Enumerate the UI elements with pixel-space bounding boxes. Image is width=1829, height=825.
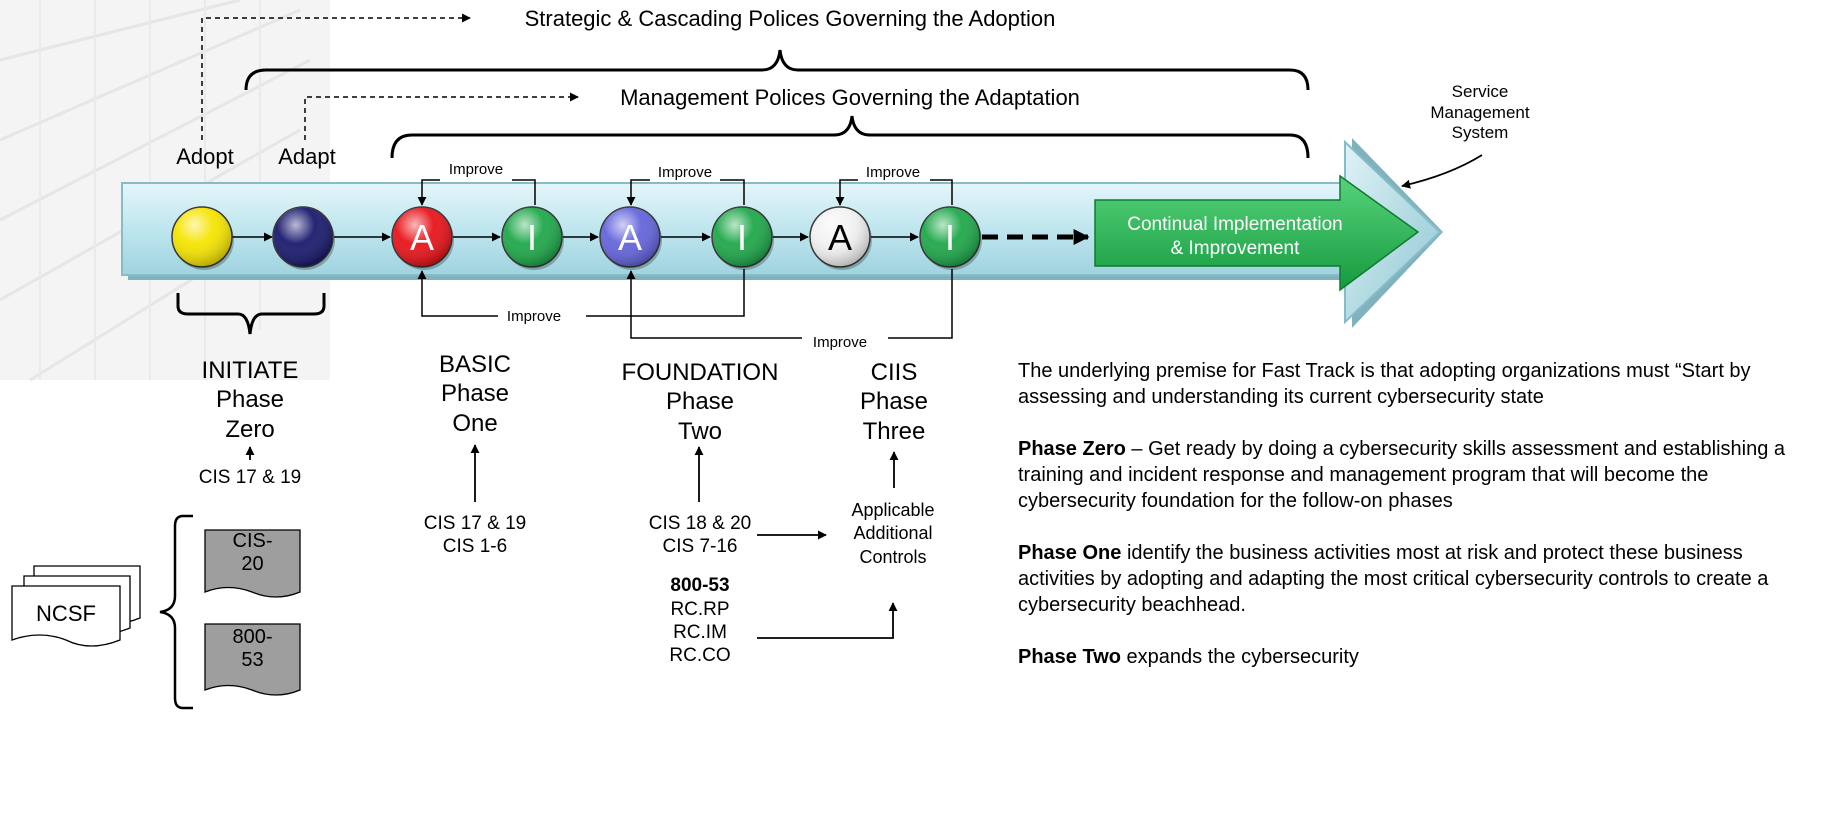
phase-zero-text: – Get ready by doing a cybersecurity ski… — [1018, 438, 1786, 512]
adapt-dashed-connector — [304, 92, 579, 140]
phase-two-number: Two — [677, 417, 722, 445]
phase-node-1 — [171, 206, 234, 270]
node-shine — [273, 207, 333, 267]
phase-two-text: expands the cybersecurity — [1121, 646, 1359, 668]
phase-two-controls: CIS 18 & 20 CIS 7-16 — [648, 513, 752, 558]
phase-zero-label: INITIATE Phase Zero — [170, 356, 330, 444]
service-management-system-label: Service Management System — [1430, 82, 1530, 143]
description-phase-two: Phase Two expands the cybersecurity — [1018, 644, 1818, 670]
phase-node-8: I — [919, 206, 982, 270]
description-phase-one: Phase One identify the business activiti… — [1018, 540, 1818, 618]
management-policy-title: Management Polices Governing the Adaptat… — [620, 85, 1080, 110]
phase-zero-controls: CIS 17 & 19 — [198, 467, 302, 488]
phase-node-4: I — [501, 206, 564, 270]
phase-two-nist-controls: RC.RP RC.IM RC.CO — [669, 599, 731, 667]
node-shine — [600, 207, 660, 267]
phase-node-3: A — [391, 206, 454, 270]
cis20-label: CIS- 20 — [232, 530, 273, 575]
adapt-label: Adapt — [278, 144, 336, 169]
continual-improvement-arrow — [1094, 174, 1420, 292]
phase-one-number: One — [452, 409, 498, 437]
phase-one-word: Phase — [440, 380, 510, 408]
sms-pointer — [1401, 154, 1483, 189]
strategic-policy-title: Strategic & Cascading Polices Governing … — [524, 6, 1056, 31]
ncsf-label: NCSF — [36, 601, 96, 626]
nist-800-53-document — [204, 623, 301, 696]
node-letter: A — [618, 217, 642, 258]
cis20-document — [204, 529, 301, 598]
phase-one-name: BASIC — [438, 351, 512, 378]
node-shine — [172, 207, 232, 267]
strategic-bracket — [244, 49, 1310, 91]
phase-three-label: CIIS Phase Three — [824, 358, 964, 446]
phase-one-controls: CIS 17 & 19 CIS 1-6 — [423, 513, 527, 558]
management-bracket — [390, 115, 1310, 159]
node-letter: I — [527, 217, 537, 258]
node-letter: A — [828, 217, 852, 258]
improve-label-top-1: Improve — [449, 161, 503, 178]
phase-zero-word: Phase — [215, 386, 285, 414]
phase-two-word: Phase — [665, 388, 735, 416]
phase-one-heading: Phase One — [1018, 542, 1122, 564]
node-shine — [502, 207, 562, 267]
phase-three-number: Three — [862, 417, 926, 445]
node-shine — [920, 207, 980, 267]
improve-label-bottom-2: Improve — [813, 334, 867, 351]
improve-loop-top-2 — [626, 179, 745, 206]
initiate-bracket — [176, 293, 326, 335]
node-letter: A — [410, 217, 434, 258]
improve-loop-bottom-1 — [417, 269, 745, 317]
input-arrows — [245, 444, 899, 639]
nist-label: 800- 53 — [232, 626, 273, 671]
description-phase-zero: Phase Zero – Get ready by doing a cybers… — [1018, 436, 1818, 514]
phase-zero-heading: Phase Zero — [1018, 438, 1126, 460]
node-letter: I — [737, 217, 747, 258]
phase-node-6: I — [711, 206, 774, 270]
adopt-dashed-connector — [201, 13, 471, 140]
improve-label-top-2: Improve — [658, 164, 712, 181]
phase-three-word: Phase — [859, 388, 929, 416]
improve-loop-top-3 — [835, 179, 953, 206]
continual-improvement-label: Continual Implementation & Improvement — [1127, 214, 1343, 259]
phase-zero-number: Zero — [225, 415, 275, 443]
improve-loop-top-1 — [417, 179, 536, 206]
phase-node-2 — [272, 206, 335, 270]
adopt-label: Adopt — [176, 144, 234, 169]
phase-two-heading: Phase Two — [1018, 646, 1121, 668]
phase-node-7: A — [809, 206, 872, 270]
ncsf-document-stack — [11, 565, 141, 647]
node-shine — [392, 207, 452, 267]
improve-loop-bottom-2 — [626, 269, 953, 339]
docs-brace — [159, 514, 193, 710]
fast-track-description: The underlying premise for Fast Track is… — [1018, 358, 1818, 696]
phase-one-text: identify the business activities most at… — [1018, 542, 1769, 616]
node-shine — [712, 207, 772, 267]
phase-three-name: CIIS — [870, 359, 918, 386]
phase-one-label: BASIC Phase One — [395, 350, 555, 438]
additional-controls: Applicable Additional Controls — [851, 500, 935, 567]
node-shine — [810, 207, 870, 267]
phase-zero-name: INITIATE — [201, 357, 299, 384]
description-intro: The underlying premise for Fast Track is… — [1018, 360, 1751, 408]
node-letter: I — [945, 217, 955, 258]
improve-label-bottom-1: Improve — [507, 308, 561, 325]
phase-two-nist-title: 800-53 — [670, 575, 730, 596]
phase-two-name: FOUNDATION — [621, 359, 779, 386]
improve-label-top-3: Improve — [866, 164, 920, 181]
phase-node-5: A — [599, 206, 662, 270]
phase-two-label: FOUNDATION Phase Two — [600, 358, 800, 446]
